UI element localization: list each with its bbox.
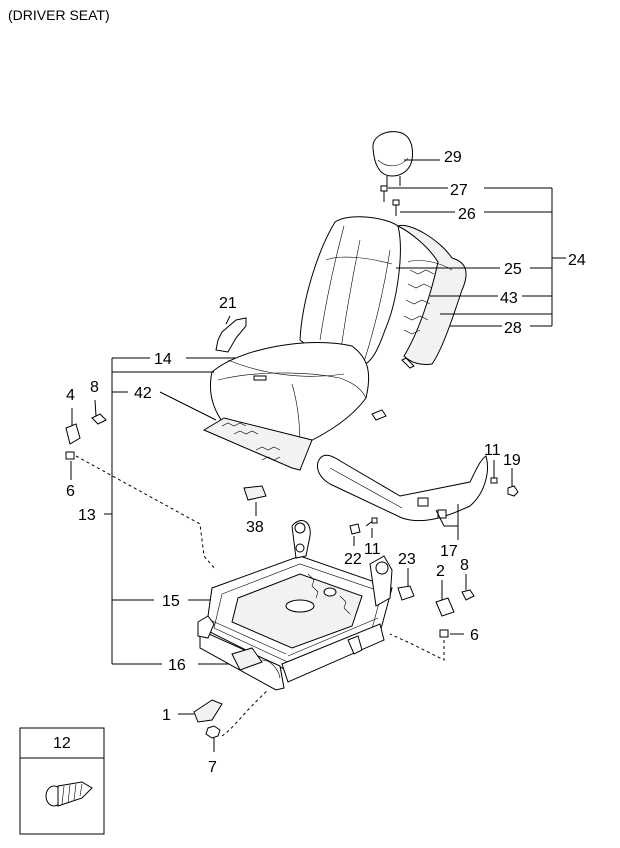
callout-29: 29 (444, 149, 462, 166)
callout-11-right: 11 (484, 442, 501, 459)
nut-6-right[interactable] (439, 629, 464, 638)
callout-6-left: 6 (66, 483, 75, 500)
callout-24: 24 (568, 252, 586, 269)
seat-cushion-pad[interactable] (202, 417, 313, 471)
lumbar-motor-23[interactable] (397, 568, 415, 601)
grommet-22[interactable] (349, 523, 361, 546)
callout-19: 19 (503, 452, 521, 469)
callout-23: 23 (398, 551, 416, 568)
bolt-26[interactable] (392, 199, 400, 216)
nut-6-left[interactable] (65, 451, 75, 480)
screw-11-right[interactable] (490, 460, 498, 484)
callout-11-center: 11 (364, 541, 381, 558)
diagram-title: (DRIVER SEAT) (8, 7, 110, 23)
callout-27: 27 (450, 182, 468, 199)
callout-16: 16 (168, 657, 186, 674)
callout-8-right: 8 (460, 557, 469, 574)
callout-43: 43 (500, 290, 518, 307)
harness-16[interactable] (231, 647, 281, 679)
callout-17: 17 (440, 543, 458, 560)
side-shield[interactable] (317, 454, 488, 522)
seat-back[interactable] (299, 216, 401, 367)
bracket-21[interactable] (215, 317, 247, 353)
callout-2: 2 (436, 563, 445, 580)
callout-14: 14 (154, 351, 172, 368)
callout-6-right: 6 (470, 627, 479, 644)
clip-seatback[interactable] (401, 357, 415, 369)
cover-4[interactable] (65, 408, 81, 445)
screw-8-left[interactable] (91, 399, 107, 425)
clip-19[interactable] (507, 468, 519, 497)
seat-back-cover[interactable] (396, 224, 467, 365)
callout-28: 28 (504, 320, 522, 337)
cover-2[interactable] (435, 580, 455, 617)
callout-22: 22 (344, 551, 362, 568)
callout-1: 1 (162, 707, 171, 724)
bolt-27[interactable] (380, 185, 388, 202)
headrest[interactable] (372, 131, 413, 186)
callout-42: 42 (134, 385, 152, 402)
recliner-lever-1[interactable] (178, 699, 223, 723)
callout-13: 13 (78, 507, 96, 524)
callout-4: 4 (66, 387, 75, 404)
screw-11-center[interactable] (365, 517, 378, 538)
seat-frame[interactable] (197, 520, 393, 691)
inset-box-12 (19, 727, 105, 835)
callout-38: 38 (246, 519, 264, 536)
screw-8-right[interactable] (461, 574, 475, 601)
callout-7: 7 (208, 759, 217, 776)
callout-15: 15 (162, 593, 180, 610)
callout-25: 25 (504, 261, 522, 278)
callout-21: 21 (219, 295, 237, 312)
connector-cushion[interactable] (371, 409, 387, 421)
callout-26: 26 (458, 206, 476, 223)
nut-7[interactable] (205, 725, 221, 752)
callout-8-left: 8 (90, 379, 99, 396)
tapping-screw-12[interactable] (45, 781, 93, 807)
knob-38[interactable] (243, 485, 267, 516)
inset-label-12: 12 (53, 735, 71, 752)
